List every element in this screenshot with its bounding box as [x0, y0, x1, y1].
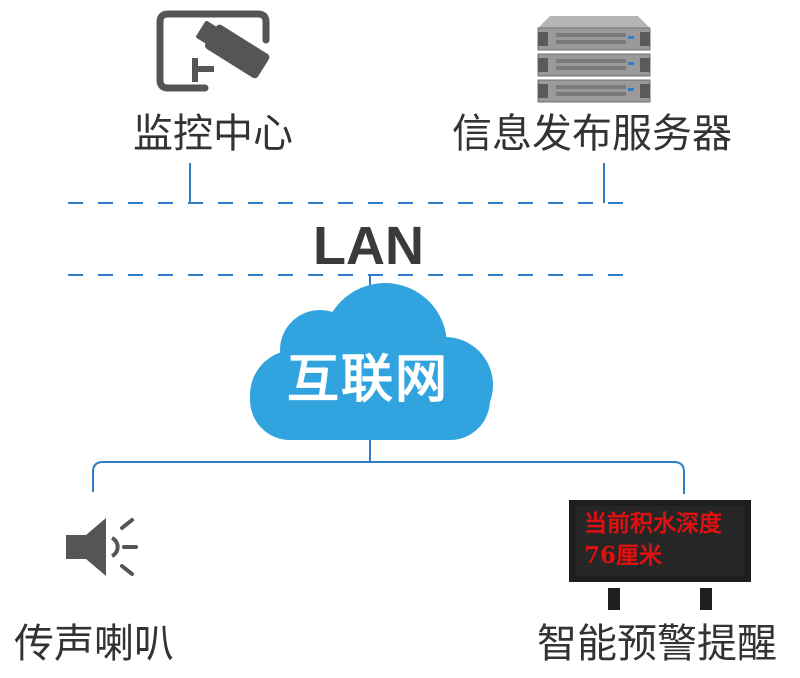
led-line-2: 76厘米	[584, 542, 663, 569]
led-display-icon	[569, 500, 751, 610]
info-server-label: 信息发布服务器	[452, 111, 732, 157]
cctv-camera-icon	[156, 10, 270, 92]
internet-label: 互联网	[287, 350, 450, 410]
monitor-center-label: 监控中心	[133, 111, 293, 157]
bottom-branch-line	[92, 461, 685, 494]
cloud-shape	[250, 283, 493, 440]
led-line-1: 当前积水深度	[584, 510, 722, 537]
lan-label: LAN	[313, 216, 424, 276]
warning-display-label: 智能预警提醒	[537, 621, 777, 667]
speaker-label: 传声喇叭	[14, 621, 174, 667]
server-rack-icon	[537, 16, 651, 103]
speaker-icon	[66, 518, 138, 576]
